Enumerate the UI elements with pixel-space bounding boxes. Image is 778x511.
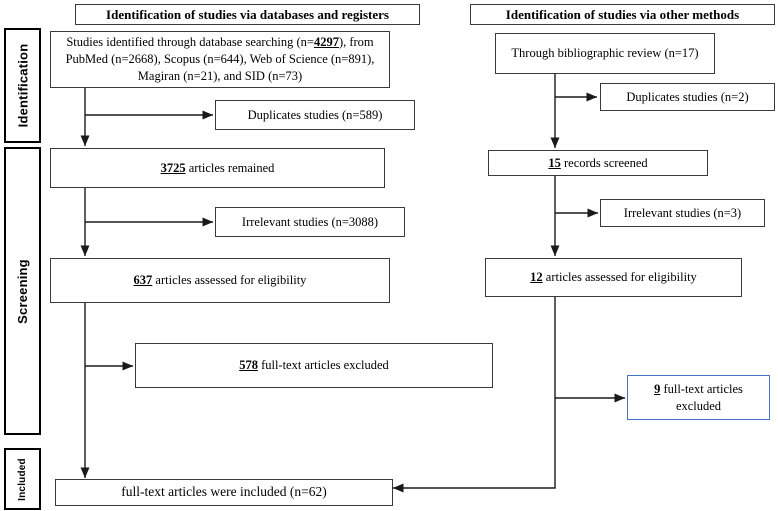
fulltext-excluded-left-text: 578 full-text articles excluded bbox=[239, 358, 389, 373]
included-result-label: full-text articles were included (n=62) bbox=[121, 484, 327, 500]
eligibility-right-count: 12 bbox=[530, 270, 543, 285]
box-articles-remained: 3725 articles remained bbox=[50, 148, 385, 188]
duplicates-left-label: Duplicates studies (n=589) bbox=[247, 107, 383, 122]
stage-included: Included bbox=[4, 448, 41, 510]
stage-label-included: Included bbox=[17, 457, 28, 501]
articles-remained-count: 3725 bbox=[160, 160, 186, 175]
box-duplicates-right: Duplicates studies (n=2) bbox=[600, 83, 775, 111]
eligibility-left-text: 637 articles assessed for eligibility bbox=[133, 273, 307, 288]
stage-label-screening: Screening bbox=[15, 258, 30, 324]
stage-identification: Identification bbox=[4, 28, 41, 143]
irrelevant-right-label: Irrelevant studies (n=3) bbox=[623, 205, 742, 220]
box-eligibility-left: 637 articles assessed for eligibility bbox=[50, 258, 390, 303]
fulltext-excluded-left-count: 578 bbox=[239, 358, 258, 373]
fulltext-excluded-right-line-2: excluded bbox=[675, 398, 722, 413]
records-screened-text: 15 records screened bbox=[548, 155, 648, 170]
stage-label-identification: Identification bbox=[15, 43, 31, 128]
box-studies-identified: Studies identified through database sear… bbox=[50, 31, 390, 88]
header-databases-registers-label: Identification of studies via databases … bbox=[106, 6, 389, 22]
box-fulltext-excluded-left: 578 full-text articles excluded bbox=[135, 343, 493, 388]
eligibility-right-text: 12 articles assessed for eligibility bbox=[530, 270, 697, 285]
studies-identified-count: 4297 bbox=[313, 35, 339, 50]
fulltext-excluded-right-line-1: 9 full-text articles bbox=[654, 381, 743, 396]
articles-remained-text: 3725 articles remained bbox=[160, 160, 275, 175]
records-screened-count: 15 bbox=[548, 155, 561, 170]
bibliographic-review-label: Through bibliographic review (n=17) bbox=[511, 46, 699, 61]
box-irrelevant-right: Irrelevant studies (n=3) bbox=[600, 199, 765, 227]
header-other-methods: Identification of studies via other meth… bbox=[470, 4, 775, 25]
studies-identified-line-3: Magiran (n=21), and SID (n=73) bbox=[137, 68, 303, 83]
header-databases-registers: Identification of studies via databases … bbox=[75, 4, 420, 25]
stage-screening: Screening bbox=[4, 147, 41, 435]
studies-identified-line-1: Studies identified through database sear… bbox=[66, 35, 374, 50]
box-fulltext-excluded-right: 9 full-text articles excluded bbox=[627, 375, 770, 420]
box-records-screened: 15 records screened bbox=[488, 150, 708, 176]
box-eligibility-right: 12 articles assessed for eligibility bbox=[485, 258, 742, 297]
box-irrelevant-left: Irrelevant studies (n=3088) bbox=[215, 207, 405, 237]
irrelevant-left-label: Irrelevant studies (n=3088) bbox=[241, 214, 379, 229]
box-duplicates-left: Duplicates studies (n=589) bbox=[215, 100, 415, 130]
box-included-result: full-text articles were included (n=62) bbox=[55, 479, 393, 506]
fulltext-excluded-right-count: 9 bbox=[654, 381, 661, 396]
duplicates-right-label: Duplicates studies (n=2) bbox=[626, 89, 749, 104]
studies-identified-line-2: PubMed (n=2668), Scopus (n=644), Web of … bbox=[65, 52, 375, 67]
header-other-methods-label: Identification of studies via other meth… bbox=[505, 6, 740, 22]
eligibility-left-count: 637 bbox=[133, 273, 153, 288]
box-bibliographic-review: Through bibliographic review (n=17) bbox=[495, 33, 715, 74]
